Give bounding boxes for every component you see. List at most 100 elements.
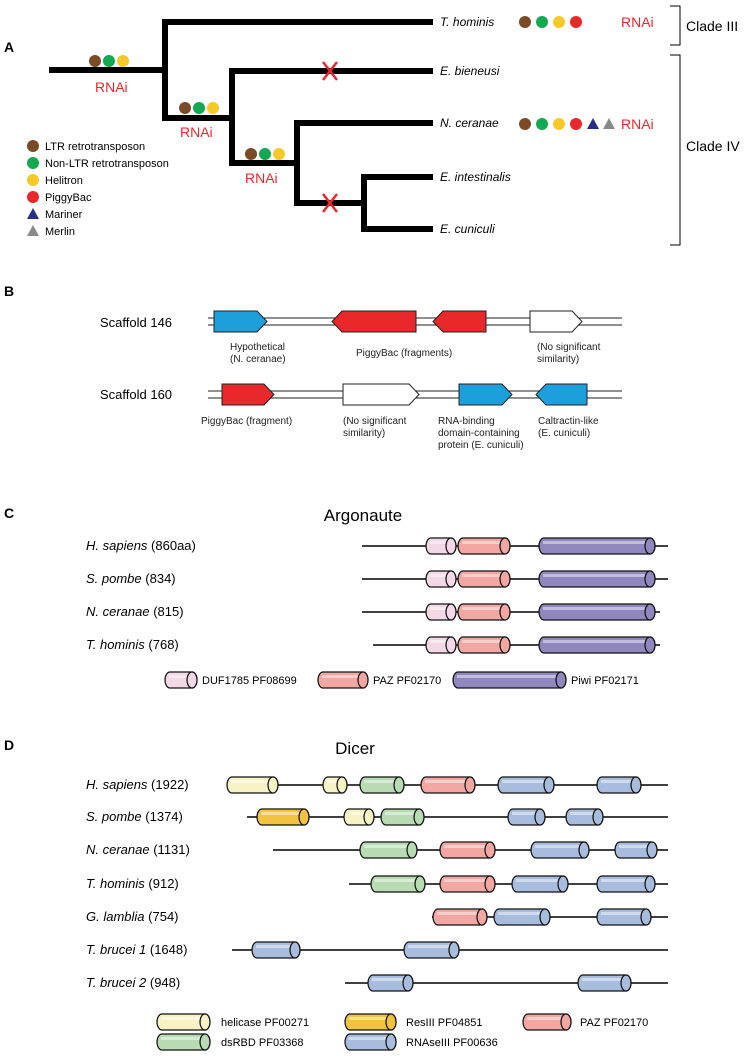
helicase-domain	[226, 776, 279, 794]
tip-te-dots-t-hominis	[519, 16, 582, 28]
piggybac-dot	[570, 118, 582, 130]
gene-annotation: (No significant	[537, 342, 601, 353]
gene-annotation: (N. ceranae)	[230, 354, 286, 365]
legend-label: ResIII PF04851	[406, 1017, 482, 1029]
legend-label: RNAseIII PF00636	[406, 1037, 498, 1049]
legend-nonltr-marker	[27, 157, 39, 169]
rnase3-domain	[596, 875, 656, 893]
rnase3-domain	[511, 875, 569, 893]
dsrbd-domain	[359, 841, 418, 859]
nonltr-dot	[193, 102, 205, 114]
helicase-domain	[343, 808, 375, 826]
gene-annotation: (E. cuniculi)	[538, 428, 590, 439]
gene-annotation: PiggyBac (fragments)	[356, 348, 452, 359]
panel-a: A	[4, 5, 740, 246]
argonaute-names: H. sapiens (860aa) S. pombe (834) N. cer…	[86, 538, 196, 652]
paz-domain	[439, 875, 496, 893]
legend-piggybac-marker	[27, 191, 39, 203]
gene-hypothetical	[213, 310, 268, 333]
ltr-dot	[519, 118, 531, 130]
ltr-dot	[89, 55, 101, 67]
gene-no-similarity	[529, 310, 583, 333]
legend-label: Merlin	[45, 226, 75, 238]
paz-domain	[420, 776, 476, 794]
gene-annotation: PiggyBac (fragment)	[201, 416, 292, 427]
taxon-label: E. intestinalis	[440, 170, 511, 184]
nonltr-dot	[103, 55, 115, 67]
panel-d-label: D	[4, 737, 14, 753]
nonltr-dot	[259, 148, 271, 160]
gene-annotation: RNA-binding	[438, 416, 495, 427]
helitron-dot	[553, 16, 565, 28]
annotation-line: similarity)	[343, 428, 385, 439]
paz-domain	[457, 537, 511, 555]
legend-duf1785-marker	[164, 671, 198, 689]
panel-d: D Dicer H. sapiens (1922) S. pombe (1374…	[4, 737, 668, 1051]
gene-rna-binding	[458, 383, 513, 406]
rnase3-domain	[403, 941, 460, 959]
panel-b: B Scaffold 146 Hypothetical (N. ceranae)…	[4, 283, 622, 451]
helitron-dot	[553, 118, 565, 130]
ltr-dot	[519, 16, 531, 28]
gene-piggybac-fragment	[432, 310, 487, 333]
protein-name: S. pombe (1374)	[86, 809, 183, 824]
legend-label: Mariner	[45, 209, 83, 221]
dsrbd-domain	[359, 776, 405, 794]
gene-annotation: Caltractin-like	[538, 416, 599, 427]
rnase3-domain	[497, 776, 555, 794]
taxon-label: E. cuniculi	[440, 222, 495, 236]
rnai-loss-marker	[322, 193, 338, 213]
helitron-dot	[117, 55, 129, 67]
paz-domain	[439, 841, 496, 859]
panel-a-label: A	[4, 39, 14, 55]
nonltr-dot	[536, 118, 548, 130]
helitron-dot	[207, 102, 219, 114]
paz-domain	[457, 636, 511, 654]
paz-domain	[457, 603, 511, 621]
helicase-domain	[322, 776, 348, 794]
rnase3-domain	[577, 974, 632, 992]
legend-label: helicase PF00271	[221, 1017, 309, 1029]
annotation-line: Hypothetical	[230, 342, 285, 353]
legend-label: DUF1785 PF08699	[202, 675, 297, 687]
annotation-line: RNA-binding	[438, 416, 495, 427]
protein-name: S. pombe (834)	[86, 571, 176, 586]
gene-annotation: similarity)	[343, 428, 385, 439]
legend-res3-marker	[344, 1013, 397, 1031]
paz-domain	[432, 908, 488, 926]
rnase3-domain	[493, 908, 551, 926]
legend-label: PAZ PF02170	[580, 1017, 648, 1029]
piggybac-dot	[570, 16, 582, 28]
clade-iii-label: Clade III	[686, 18, 738, 34]
legend-merlin-marker	[27, 225, 39, 236]
node-te-dots	[89, 55, 285, 160]
clade-iii-bracket	[670, 5, 681, 46]
clade-iv-label: Clade IV	[686, 138, 740, 154]
protein-name: T. brucei 1 (1648)	[86, 942, 187, 957]
res3-domain	[256, 808, 310, 826]
legend-paz-marker	[317, 671, 369, 689]
gene-annotation: protein (E. cuniculi)	[438, 440, 524, 451]
clade-iv-bracket	[670, 54, 681, 246]
rnase3-domain	[507, 808, 546, 826]
legend-helicase-marker	[156, 1013, 211, 1031]
gene-piggybac-fragment	[331, 310, 417, 333]
dicer-legend	[156, 1013, 572, 1051]
legend-rnase3-marker	[344, 1033, 397, 1051]
annotation-line: domain-containing	[438, 428, 520, 439]
duf1785-domain	[425, 603, 457, 621]
rnase3-domain	[614, 841, 658, 859]
legend-label: Non-LTR retrotransposon	[45, 158, 169, 170]
dicer-names: H. sapiens (1922) S. pombe (1374) N. cer…	[86, 777, 190, 990]
annotation-line: Caltractin-like	[538, 416, 599, 427]
rnase3-domain	[596, 776, 642, 794]
dicer-title: Dicer	[335, 739, 375, 758]
helitron-dot	[273, 148, 285, 160]
annotation-line: PiggyBac (fragments)	[356, 348, 452, 359]
protein-name: T. brucei 2 (948)	[86, 975, 180, 990]
legend-label: dsRBD PF03368	[221, 1037, 304, 1049]
rnase3-domain	[530, 841, 590, 859]
dsrbd-domain	[380, 808, 425, 826]
taxon-label: E. bieneusi	[440, 64, 500, 78]
argonaute-title: Argonaute	[324, 506, 402, 525]
